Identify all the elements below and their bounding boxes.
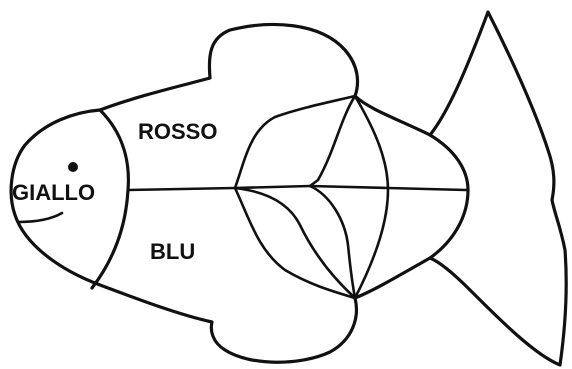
scale-middle-lower-1 [233,186,357,300]
head-divider [90,108,130,290]
midline [126,186,237,192]
fish-body-outline [9,22,470,364]
label-blu: BLU [150,239,195,264]
scale-middle-upper [308,94,357,188]
scale-upper-left [233,94,357,190]
scale-center-line [233,184,312,190]
scale-right-horizontal [386,186,468,192]
scale-right-curve [353,94,390,300]
label-giallo: GIALLO [12,180,95,205]
scale-lower-left [233,186,357,300]
mouth-line [16,211,64,224]
scale-middle-lower-2 [308,184,357,300]
label-rosso: ROSSO [138,119,217,144]
scale-center-to-right [308,184,390,190]
eye-icon [68,162,78,172]
tail-outline [428,10,568,367]
